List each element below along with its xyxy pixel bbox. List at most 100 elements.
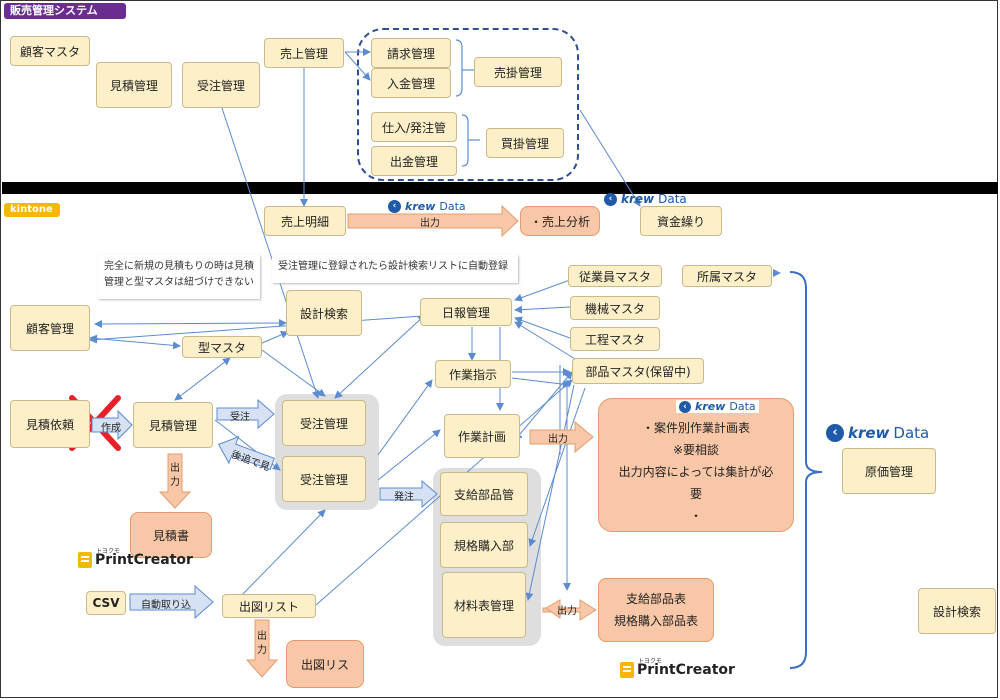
estimate-request-box: 見積依頼 <box>10 400 90 448</box>
drawing-list-output-box: 出図リス <box>286 640 364 688</box>
drawing-output-arrow <box>245 619 279 678</box>
bom-output-arrow <box>542 599 597 621</box>
bom-output-arrowback <box>545 599 561 619</box>
parts-master-box: 部品マスタ(保留中) <box>572 358 704 384</box>
krew-logo-funds: ‹ krew Data <box>604 192 687 206</box>
payables-mgmt-box: 買掛管理 <box>486 128 564 158</box>
disbursement-mgmt-box: 出金管理 <box>371 146 457 176</box>
machine-master-box: 機械マスタ <box>570 296 660 320</box>
system-tag: 販売管理システム <box>4 3 126 19</box>
printcreator-icon <box>78 552 92 568</box>
krew-icon: ‹ <box>604 192 617 206</box>
estimate-note-line1: 完全に新規の見積もりの時は見積 <box>104 261 254 272</box>
output-drawing-label: 出力 <box>257 631 267 656</box>
printcreator-logo-estimate: トヨクモ PrintCreator <box>78 548 193 568</box>
top-order-mgmt-box: 受注管理 <box>182 62 260 108</box>
krew-word: krew <box>848 424 890 442</box>
top-sales-mgmt-box: 売上管理 <box>264 38 344 68</box>
output-sales-label: 出力 <box>420 218 440 229</box>
supplied-parts-box: 支給部品管 <box>440 472 528 516</box>
standard-parts-box: 規格購入部 <box>440 522 528 568</box>
krew-icon: ‹ <box>388 200 401 213</box>
krew-icon: ‹ <box>679 400 691 413</box>
sales-analysis-box: ・売上分析 <box>520 206 600 236</box>
customer-mgmt-box: 顧客管理 <box>10 305 90 351</box>
auto-import-label: 自動取り込 <box>141 600 191 611</box>
estimate-doc-box: 見積書 <box>130 512 212 558</box>
process-master-box: 工程マスタ <box>570 327 660 351</box>
estimate-output-arrow <box>158 453 192 509</box>
payment-mgmt-box: 入金管理 <box>371 68 451 98</box>
krew-word: krew <box>695 400 726 413</box>
work-plan-table-line1: ・案件別作業計画表 <box>641 421 750 435</box>
create-arrow <box>91 409 133 441</box>
printcreator-small: トヨクモ <box>638 658 663 665</box>
parts-table-line2: 規格購入部品表 <box>613 614 698 628</box>
data-word: Data <box>658 192 687 206</box>
data-word: Data <box>729 400 756 413</box>
work-plan-table-box: ・案件別作業計画表 ※要相談 出力内容によっては集計が必 要 ・ <box>598 398 794 532</box>
krew-word: krew <box>621 192 655 206</box>
billing-mgmt-box: 請求管理 <box>371 38 451 68</box>
work-plan-table-line4: 要 <box>689 487 702 501</box>
sakusei-label: 作成 <box>101 423 121 434</box>
order-mgmt-box-2: 受注管理 <box>282 456 366 502</box>
design-search-box: 設計検索 <box>286 290 362 336</box>
krew-logo-cost: ‹ krew Data <box>826 424 929 442</box>
dept-master-box: 所属マスタ <box>682 265 772 287</box>
sales-detail-box: 売上明細 <box>264 206 346 236</box>
printcreator-text: PrintCreator <box>637 662 735 678</box>
work-plan-box: 作業計画 <box>444 414 520 458</box>
csv-box: CSV <box>86 591 126 615</box>
order-mgmt-box-1: 受注管理 <box>282 400 366 446</box>
auto-import-arrow <box>129 584 214 620</box>
data-word: Data <box>439 200 466 213</box>
order-note: 受注管理に登録されたら設計検索リストに自動登録 <box>272 255 518 283</box>
printcreator-text: PrintCreator <box>95 552 193 568</box>
funds-box: 資金繰り <box>640 206 722 236</box>
krew-logo-work-plan: ‹ krew Data <box>676 400 759 413</box>
work-instruction-box: 作業指示 <box>435 360 511 388</box>
hacchu-arrow <box>379 479 438 509</box>
hacchu-label: 発注 <box>394 492 414 503</box>
sales-output-arrow <box>347 204 519 238</box>
cost-mgmt-box: 原価管理 <box>842 448 936 494</box>
top-estimate-mgmt-box: 見積管理 <box>96 62 172 108</box>
estimate-note: 完全に新規の見積もりの時は見積 管理と型マスタは紐づけできない <box>98 255 260 299</box>
purchase-mgmt-box: 仕入/発注管 <box>371 112 457 142</box>
output-bom-label: 出力 <box>557 606 577 617</box>
work-plan-table-line3: 出力内容によっては集計が必 <box>618 465 774 479</box>
parts-table-box: 支給部品表 規格購入部品表 <box>598 578 714 642</box>
work-plan-table-line5: ・ <box>689 509 702 523</box>
krew-logo-output: ‹ krew Data <box>388 200 466 213</box>
design-search-right-box: 設計検索 <box>918 588 996 634</box>
work-plan-output-arrow <box>529 420 594 454</box>
printcreator-logo-parts: トヨクモ PrintCreator <box>620 658 735 678</box>
juchu-label: 受注 <box>230 412 250 423</box>
accounting-group <box>357 28 579 181</box>
output-estimate-label: 出力 <box>170 463 180 488</box>
daily-report-box: 日報管理 <box>420 298 512 326</box>
section-divider <box>2 182 998 194</box>
printcreator-icon <box>620 662 634 678</box>
krew-icon: ‹ <box>826 424 844 442</box>
employee-master-box: 従業員マスタ <box>568 265 662 287</box>
top-customer-master-box: 顧客マスタ <box>10 36 90 66</box>
data-word: Data <box>893 424 930 442</box>
krew-word: krew <box>405 200 436 213</box>
parts-table-line1: 支給部品表 <box>625 592 686 606</box>
output-work-plan-label: 出力 <box>548 434 568 445</box>
juchu-arrow <box>216 398 275 430</box>
printcreator-small: トヨクモ <box>96 548 121 555</box>
estimate-note-line2: 管理と型マスタは紐づけできない <box>104 277 254 288</box>
receivables-mgmt-box: 売掛管理 <box>474 57 562 87</box>
bom-mgmt-box: 材料表管理 <box>442 572 526 638</box>
goseki-arrow <box>217 435 275 471</box>
mold-master-box: 型マスタ <box>182 336 262 358</box>
kintone-tag: kintone <box>4 203 60 217</box>
work-plan-table-line2: ※要相談 <box>672 443 720 457</box>
drawing-list-box: 出図リスト <box>222 594 316 618</box>
estimate-mgmt-box: 見積管理 <box>133 402 213 448</box>
